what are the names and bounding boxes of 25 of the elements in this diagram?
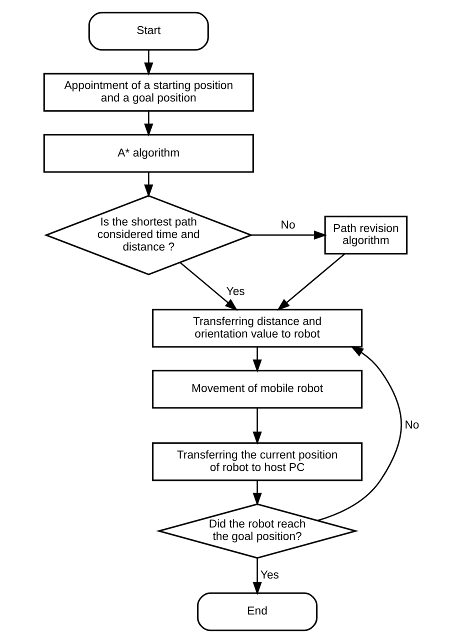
node-box: End — [196, 592, 318, 632]
arrow — [144, 50, 153, 76]
edge-label: No — [280, 220, 295, 232]
edge-label: Yes — [260, 569, 278, 582]
arrow — [144, 111, 153, 137]
arrow — [179, 262, 238, 311]
arrow — [252, 480, 262, 506]
node-box: A* algorithm — [42, 134, 254, 173]
arrow — [252, 558, 262, 596]
node-box: Path revision algorithm — [324, 216, 408, 254]
node-diamond: Is the shortest path considered time and distance ? — [44, 194, 253, 276]
node-box: Appointment of a starting position and a goal position — [42, 72, 254, 112]
edge-label: Yes — [226, 286, 244, 298]
arrow — [276, 253, 345, 311]
node-box: Movement of mobile robot — [152, 370, 362, 409]
arrow — [252, 408, 262, 445]
arrow — [252, 346, 262, 373]
node-box: Transferring the current position of robot to host PC — [152, 442, 362, 482]
node-diamond: Did the robot reach the goal position? — [156, 503, 358, 559]
arrow — [316, 346, 402, 522]
node-box: Transferring distance and orientation value to robot — [152, 308, 362, 348]
arrow — [250, 230, 327, 240]
edge-label: No — [404, 419, 419, 432]
node-box: Start — [88, 12, 208, 51]
arrow — [144, 172, 153, 198]
